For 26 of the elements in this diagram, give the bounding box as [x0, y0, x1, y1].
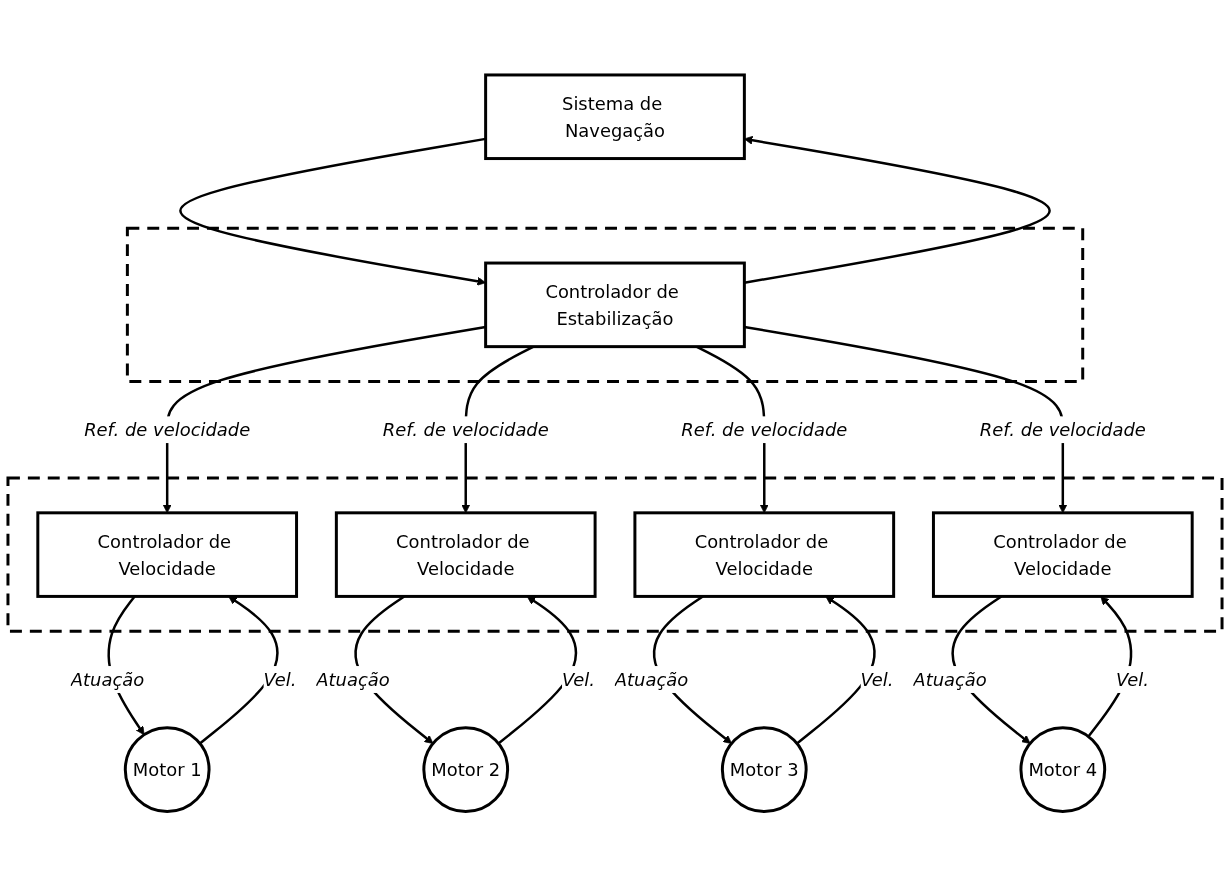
node-box: Controlador de Estabilização: [484, 261, 746, 348]
node-box: Controlador de Velocidade: [334, 511, 597, 598]
arrow: [162, 325, 486, 513]
edge-label: Vel.: [263, 668, 297, 690]
edge-label: Vel.: [562, 668, 595, 690]
edge-label: Ref. de velocidade: [979, 419, 1146, 440]
node-circle: Motor 2: [422, 726, 510, 813]
edge-label: Atuação: [614, 668, 689, 690]
edge-label: Atuação: [316, 668, 390, 690]
cluster: [6, 476, 1224, 633]
node-box: Controlador de Velocidade: [633, 511, 896, 598]
node-circle: Motor 4: [1019, 726, 1107, 813]
cluster: [125, 226, 1085, 383]
node-circle: Motor 1: [123, 726, 211, 813]
edge-label: Ref. de velocidade: [84, 419, 251, 440]
node-circle: Motor 3: [720, 726, 808, 813]
edge-label: Vel.: [1116, 668, 1149, 690]
edge-label: Atuação: [913, 668, 987, 690]
edge-label: Atuação: [70, 668, 145, 690]
node-box: Sistema de Navegação: [484, 73, 746, 160]
node-box: Controlador de Velocidade: [36, 511, 299, 598]
node-box: Controlador de Velocidade: [931, 511, 1194, 598]
edge-label: Ref. de velocidade: [382, 419, 549, 440]
edge-label: Vel.: [860, 668, 894, 690]
arrow: [744, 325, 1068, 513]
edge-label: Ref. de velocidade: [681, 419, 848, 440]
